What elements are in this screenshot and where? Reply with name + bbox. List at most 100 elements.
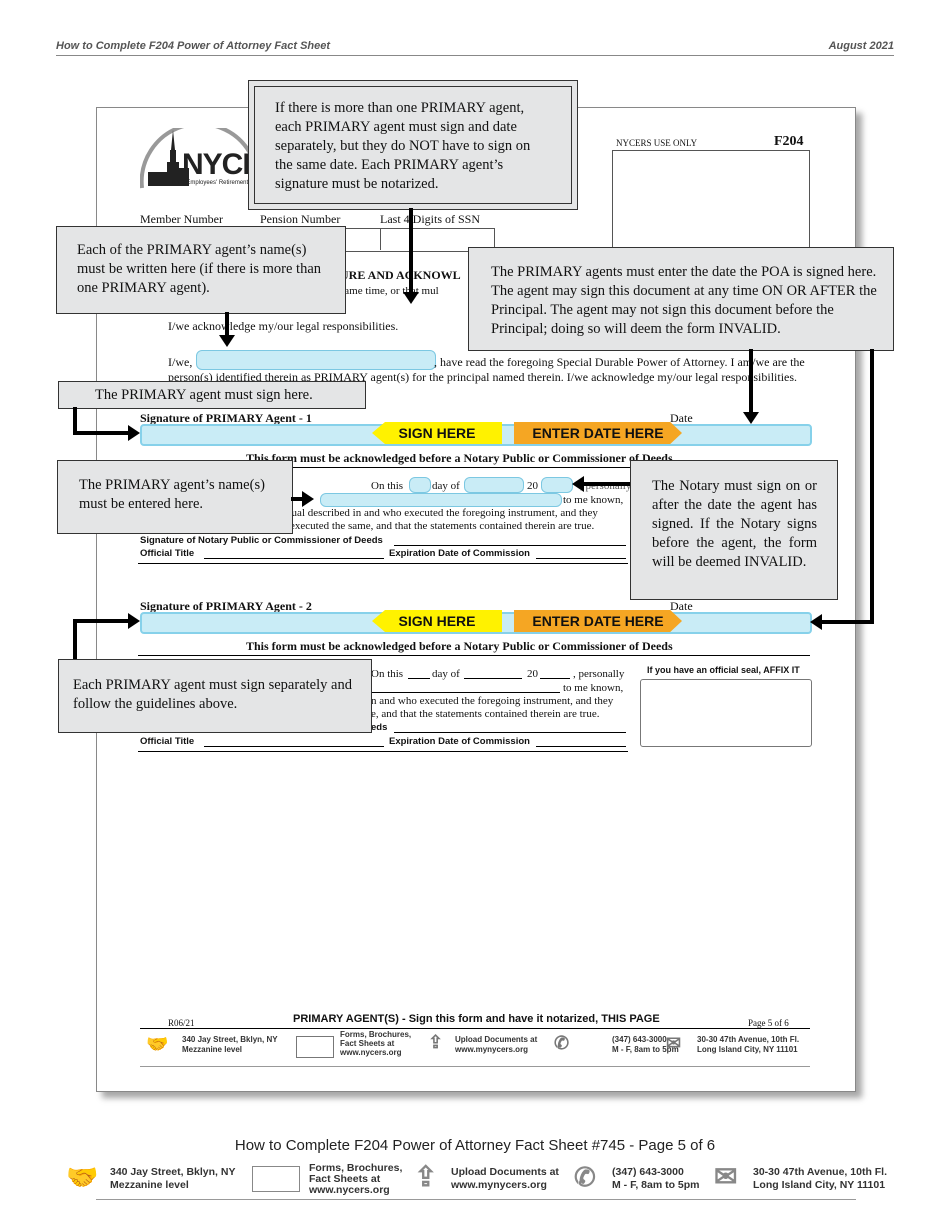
form-contact-row: 🤝 340 Jay Street, Bklyn, NY Mezzanine le… bbox=[146, 1030, 826, 1064]
form-footer-title: PRIMARY AGENT(S) - Sign this form and ha… bbox=[293, 1013, 660, 1025]
notary1-month-field[interactable] bbox=[464, 477, 524, 493]
page-footer-title: How to Complete F204 Power of Attorney F… bbox=[234, 1137, 716, 1154]
logo-subtext: NYC Employees' Retirement S bbox=[172, 180, 254, 186]
notary2-official-title-line bbox=[204, 746, 384, 747]
page-contact-address: 340 Jay Street, Bklyn, NY bbox=[110, 1166, 236, 1178]
notary2-on-this: On this bbox=[371, 668, 404, 680]
page-contact-mail-2: Long Island City, NY 11101 bbox=[753, 1179, 886, 1191]
notary2-title: This form must be acknowledged before a … bbox=[246, 639, 673, 653]
callout-notary-rule: The Notary must sign on or after the dat… bbox=[630, 460, 838, 600]
notary2-signature-label: eds bbox=[371, 722, 388, 733]
notary1-agent-name-field[interactable] bbox=[320, 493, 562, 507]
form-contact-forms-link[interactable]: www.nycers.org bbox=[340, 1048, 402, 1057]
form-revision: R06/21 bbox=[168, 1018, 195, 1028]
sig2-sign-here-tag: SIGN HERE bbox=[372, 610, 502, 632]
arrow-c1-line bbox=[409, 208, 413, 294]
callout-agent-names: Each of the PRIMARY agent’s name(s) must… bbox=[56, 226, 346, 314]
notary2-year-prefix: 20 bbox=[527, 668, 538, 680]
arrow-c4-horizontal bbox=[73, 431, 129, 435]
sig1-enter-date-tag: ENTER DATE HERE bbox=[514, 422, 682, 444]
notary1-text-1: idual described in and who executed the … bbox=[283, 507, 598, 519]
ssn-label: Last 4 Digits of SSN bbox=[380, 212, 481, 226]
notary1-day-field[interactable] bbox=[409, 477, 431, 493]
phone-icon: ✆ bbox=[574, 1162, 596, 1192]
id-boxes bbox=[344, 228, 495, 252]
form-contact-mail: 30-30 47th Avenue, 10th Fl. bbox=[697, 1035, 800, 1044]
arrow-c6-line bbox=[584, 482, 630, 486]
handshake-icon: 🤝 bbox=[146, 1034, 169, 1054]
notary1-year-field[interactable] bbox=[541, 477, 573, 493]
page-contact-upload-link[interactable]: www.mynycers.org bbox=[451, 1179, 547, 1191]
arrow-c7-line bbox=[73, 619, 77, 659]
notary1-rule bbox=[138, 467, 810, 468]
upload-icon: ⇪ bbox=[414, 1161, 438, 1192]
notary1-text-2: executed the same, and that the statemen… bbox=[290, 520, 595, 532]
form-contact-forms-2: Fact Sheets at bbox=[340, 1039, 395, 1048]
callout-multiple-agents-text: If there is more than one PRIMARY agent,… bbox=[275, 100, 531, 192]
form-id: F204 bbox=[774, 134, 804, 149]
callout-sign-separately-text: Each PRIMARY agent must sign separately … bbox=[73, 677, 352, 712]
acknowledge-line: I/we acknowledge my/our legal responsibi… bbox=[168, 319, 399, 333]
official-seal-label: If you have an official seal, AFFIX IT bbox=[647, 665, 800, 675]
notary1-on-this: On this bbox=[371, 480, 404, 492]
notary1-bottom-rule bbox=[138, 563, 628, 564]
arrow-c5-line bbox=[291, 497, 303, 501]
notary1-official-title-line bbox=[204, 558, 384, 559]
arrow-c2-line bbox=[225, 312, 229, 336]
notary2-expiration-line bbox=[536, 746, 626, 747]
arrow-c5-head bbox=[302, 491, 314, 507]
page-contact-forms-2: Fact Sheets at bbox=[309, 1173, 381, 1185]
sig2-date-label: Date bbox=[670, 599, 693, 613]
arrow-c7-horizontal bbox=[73, 619, 129, 623]
official-seal-box bbox=[640, 679, 812, 747]
form-contact-upload-link[interactable]: www.mynycers.org bbox=[455, 1045, 529, 1054]
notary1-year-prefix: 20 bbox=[527, 480, 538, 492]
callout-agent-names-text: Each of the PRIMARY agent’s name(s) must… bbox=[77, 242, 322, 296]
notary2-year-line bbox=[540, 678, 570, 679]
callout-date-rule: The PRIMARY agents must enter the date t… bbox=[468, 247, 894, 351]
notary2-to-me-known: to me known, bbox=[563, 682, 624, 694]
arrow-c6-head bbox=[572, 476, 584, 492]
notary2-personally: , personally bbox=[573, 668, 625, 680]
arrow-c3b-horizontal bbox=[822, 620, 874, 624]
notary1-to-me-known: to me known, bbox=[563, 494, 624, 506]
notary1-signature-line bbox=[394, 545, 626, 546]
handshake-icon: 🤝 bbox=[66, 1162, 99, 1192]
notary2-name-line bbox=[372, 692, 560, 693]
notary1-expiration-line bbox=[536, 558, 626, 559]
page-contact-forms-link[interactable]: www.nycers.org bbox=[309, 1184, 390, 1196]
mail-icon: ✉ bbox=[714, 1161, 738, 1192]
arrow-c4-head bbox=[128, 425, 140, 441]
nycers-use-box bbox=[612, 150, 810, 252]
notary2-signature-line bbox=[394, 732, 626, 733]
page-contact-forms: Forms, Brochures, bbox=[309, 1162, 403, 1174]
notary2-text-1: n and who executed the foregoing instrum… bbox=[371, 695, 614, 707]
id-box-divider bbox=[380, 228, 381, 250]
arrow-c7-head bbox=[128, 613, 140, 629]
arrow-c3b-line bbox=[870, 349, 874, 624]
member-number-label: Member Number bbox=[140, 212, 223, 226]
notary2-day-line bbox=[408, 678, 430, 679]
agent-names-field[interactable] bbox=[196, 350, 436, 370]
sig1-date-label: Date bbox=[670, 411, 693, 425]
notary2-day-of: day of bbox=[432, 668, 460, 680]
arrow-c3-line bbox=[749, 349, 753, 413]
page-contact-row: 🤝 340 Jay Street, Bklyn, NY Mezzanine le… bbox=[66, 1161, 896, 1196]
upload-icon: ⇪ bbox=[428, 1032, 444, 1052]
notary1-expiration-label: Expiration Date of Commission bbox=[389, 548, 530, 559]
form-page-number: Page 5 of 6 bbox=[748, 1018, 789, 1028]
page-contact-phone: (347) 643-3000 bbox=[612, 1166, 684, 1178]
notary2-expiration-label: Expiration Date of Commission bbox=[389, 736, 530, 747]
page-contact-hours: M - F, 8am to 5pm bbox=[612, 1179, 700, 1191]
notary2-rule bbox=[138, 655, 810, 656]
callout-date-rule-text: The PRIMARY agents must enter the date t… bbox=[491, 264, 877, 337]
arrow-c4-line bbox=[73, 407, 77, 435]
callout-sign-here: The PRIMARY agent must sign here. bbox=[58, 381, 366, 409]
header-rule bbox=[56, 55, 894, 56]
devices-icon bbox=[296, 1036, 334, 1058]
arrow-c3b-head bbox=[810, 614, 822, 630]
form-contact-forms: Forms, Brochures, bbox=[340, 1030, 412, 1039]
form-footer-rule bbox=[140, 1028, 810, 1029]
form-contact-upload: Upload Documents at bbox=[455, 1035, 538, 1044]
callout-name-entered-text: The PRIMARY agent’s name(s) must be ente… bbox=[79, 477, 265, 512]
